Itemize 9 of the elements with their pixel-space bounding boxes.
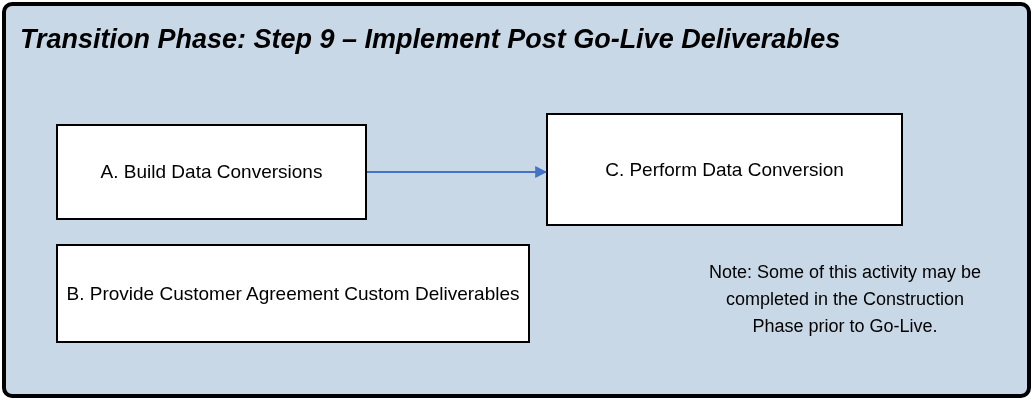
- process-box: [56, 244, 530, 343]
- box-label: A. Build Data Conversions: [100, 161, 323, 183]
- process-box: [546, 113, 903, 226]
- note-text: Note: Some of this activity may be completed in the Construction Phase prior to Go-Live.: [707, 261, 983, 338]
- box-label: C. Perform Data Conversion: [605, 158, 844, 181]
- arrow: [366, 166, 548, 178]
- process-box: [56, 124, 367, 220]
- box-label: B. Provide Customer Agreement Custom Deliverables: [66, 282, 520, 305]
- panel-title: Transition Phase: Step 9 – Implement Post Go-Live Deliverables: [20, 24, 841, 55]
